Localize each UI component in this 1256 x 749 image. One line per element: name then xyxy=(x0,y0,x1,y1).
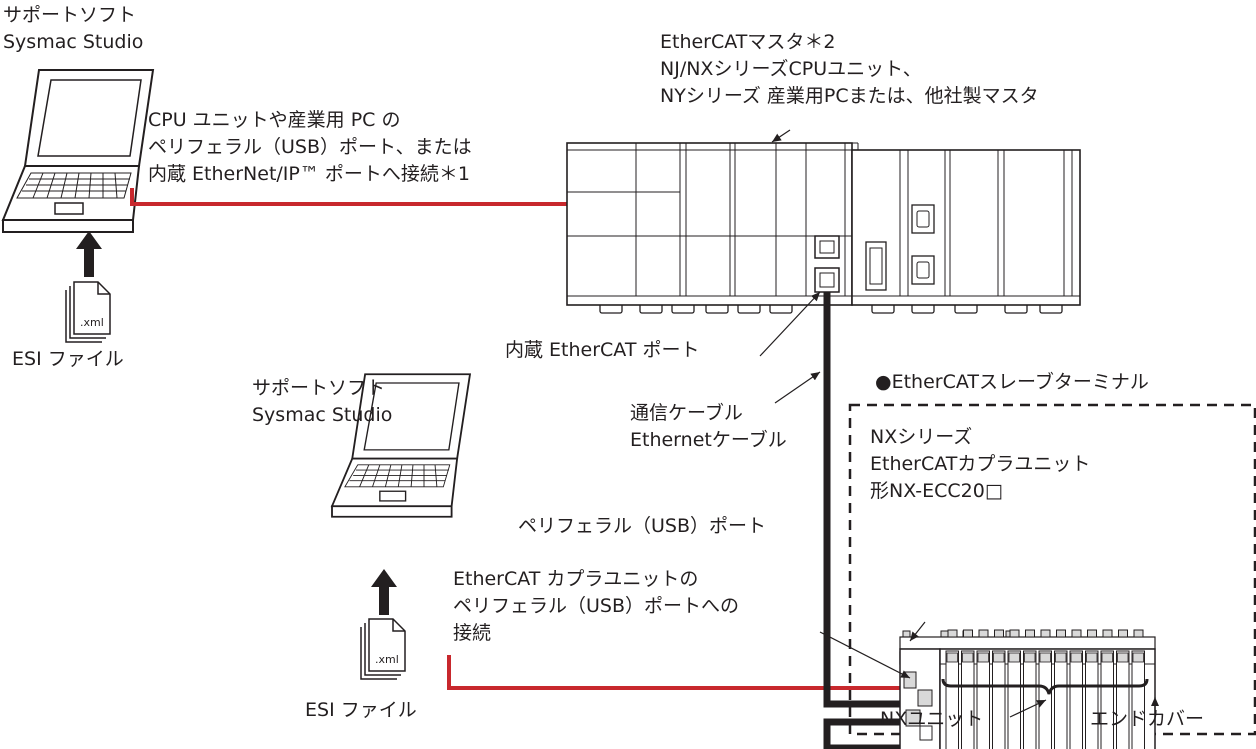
cable-label: 通信ケーブル Ethernetケーブル xyxy=(630,402,787,451)
laptop-top-icon xyxy=(2,69,154,233)
leader-master xyxy=(771,129,791,143)
master-label: EtherCATマスタ＊2 NJ/NXシリーズCPUユニット、 NYシリーズ 産… xyxy=(660,31,1039,107)
nx-unit-top-clip xyxy=(978,629,989,638)
nx-unit-top-clip xyxy=(994,629,1004,638)
arrow-up-icon xyxy=(76,231,102,277)
nx-unit-slice xyxy=(1085,650,1099,749)
nx-unit-indicator xyxy=(946,652,958,663)
esi-file-label-top: ESI ファイル xyxy=(12,348,124,370)
nx-unit-slice xyxy=(992,650,1006,749)
leader-usb-port xyxy=(819,631,911,679)
end-cover-label: エンドカバー xyxy=(1090,708,1205,730)
nx-unit-top-clip xyxy=(1056,629,1066,638)
connection-note-bottom: EtherCAT カプラユニットの ペリフェラル（USB）ポートへの 接続 xyxy=(453,568,740,644)
usb-cable-bottom xyxy=(447,655,917,690)
ethercat-cable xyxy=(823,292,917,708)
xml-file-label: .xml xyxy=(375,653,399,666)
software-title-bottom: サポートソフト Sysmac Studio xyxy=(252,377,393,426)
nx-unit-slice xyxy=(1100,650,1114,749)
ethercat-cable-out xyxy=(823,718,917,749)
nx-unit-top-clip xyxy=(1071,629,1082,638)
xml-file-label: .xml xyxy=(80,316,104,329)
arrow-up-icon xyxy=(371,569,397,615)
nx-unit-slice xyxy=(1023,650,1037,749)
ethercat-master-unit xyxy=(566,142,1081,314)
nx-unit-slice xyxy=(1007,650,1021,749)
esi-file-label-bottom: ESI ファイル xyxy=(305,699,417,721)
nx-unit-slice xyxy=(1131,650,1145,749)
nx-unit-indicator xyxy=(977,652,989,663)
coupler-label: NXシリーズ EtherCATカプラユニット 形NX-ECC20□ xyxy=(870,426,1091,502)
nx-unit-indicator xyxy=(993,652,1005,663)
nx-unit-top-clip xyxy=(1118,629,1128,638)
ethercat-port-label: 内蔵 EtherCAT ポート xyxy=(505,339,700,361)
nx-unit-top-clip xyxy=(1087,629,1097,638)
nx-unit-indicator xyxy=(1055,652,1067,663)
nx-unit-indicator xyxy=(1117,652,1129,663)
nx-units-brace xyxy=(941,678,1149,695)
nx-unit-top-clip xyxy=(1133,629,1144,638)
nx-unit-top-clip xyxy=(1009,629,1020,638)
xml-file-icon xyxy=(65,281,111,343)
xml-file-icon xyxy=(360,618,406,680)
usb-port-label: ペリフェラル（USB）ポート xyxy=(518,515,767,537)
nx-unit-indicator xyxy=(1039,652,1051,663)
nx-units-label: NXユニット xyxy=(880,708,984,730)
leader-ethercat-port xyxy=(759,291,821,357)
software-title-top: サポートソフト Sysmac Studio xyxy=(3,4,144,53)
nx-unit-slice xyxy=(976,650,990,749)
connection-note-top: CPU ユニットや産業用 PC の ペリフェラル（USB）ポート、または 内蔵 … xyxy=(148,109,472,185)
nx-unit-top-clip xyxy=(1025,629,1035,638)
nx-unit-indicator xyxy=(1132,652,1144,663)
slave-terminal-title: ●EtherCATスレーブターミナル xyxy=(875,371,1149,393)
nx-unit-top-clip xyxy=(963,629,973,638)
nx-unit-indicator xyxy=(1101,652,1113,663)
nx-unit-top-clip xyxy=(947,629,958,638)
nx-unit-slice xyxy=(961,650,975,749)
nx-unit-slice xyxy=(945,650,959,749)
nx-unit-slice xyxy=(1116,650,1130,749)
nx-unit-indicator xyxy=(1070,652,1082,663)
nx-unit-indicator xyxy=(1008,652,1020,663)
leader-nx-units xyxy=(1009,699,1047,718)
nx-unit-slices xyxy=(945,629,1145,749)
nx-unit-top-clip xyxy=(1102,629,1113,638)
nx-unit-top-clip xyxy=(1040,629,1051,638)
leader-cable xyxy=(774,371,821,404)
nx-unit-indicator xyxy=(962,652,974,663)
nx-unit-indicator xyxy=(1024,652,1036,663)
nx-unit-slice xyxy=(1069,650,1083,749)
nx-unit-slice xyxy=(1054,650,1068,749)
leader-coupler xyxy=(909,621,926,642)
nx-unit-indicator xyxy=(1086,652,1098,663)
